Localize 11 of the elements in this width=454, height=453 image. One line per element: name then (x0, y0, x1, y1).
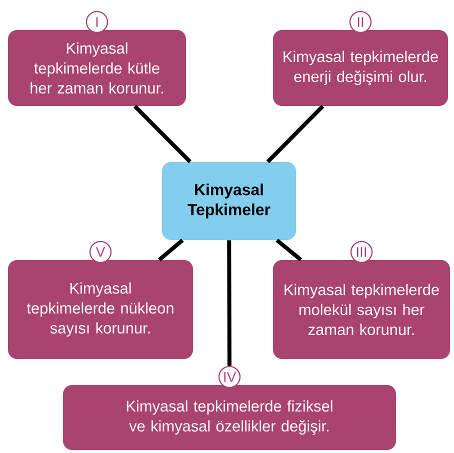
statement-box: Kimyasal tepkimelerde nükleon sayısı korunur. (8, 260, 193, 359)
statement-box: Kimyasal tepkimelerde enerji değişimi olur. (273, 30, 448, 106)
connector-line (133, 104, 192, 164)
connector-line (158, 238, 184, 262)
statement-box: Kimyasal tepkimelerde molekül sayısı her zaman korunur. (273, 260, 450, 359)
connector-line (227, 240, 232, 366)
statement-box: Kimyasal tepkimelerde kütle her zaman korunur. (8, 30, 186, 106)
connector-line (266, 104, 324, 164)
topic-box: Kimyasal Tepkimeler (162, 162, 296, 240)
statement-box: Kimyasal tepkimelerde fiziksel ve kimyasal özellikler değişir. (63, 385, 396, 450)
connector-line (276, 238, 302, 262)
